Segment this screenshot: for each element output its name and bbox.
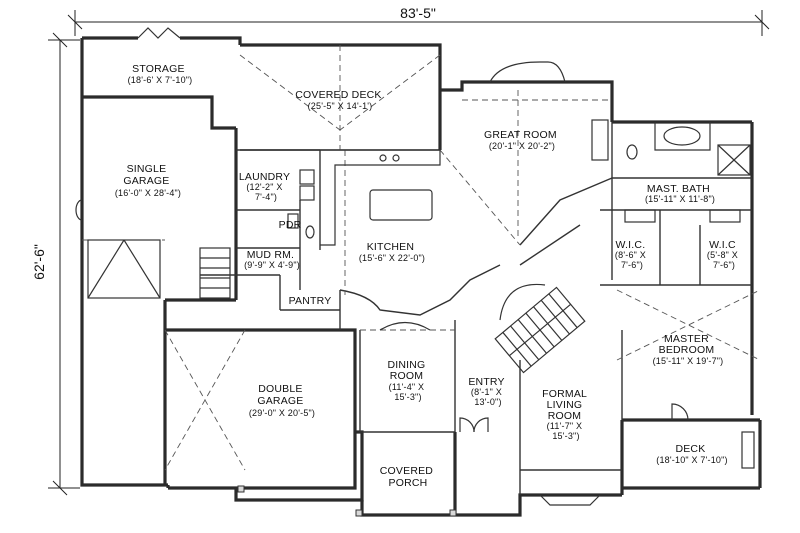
kitchen-counter — [320, 149, 441, 246]
dining-bay — [379, 321, 431, 331]
deck-bench — [741, 431, 755, 469]
room-label-master-bedroom: MASTER BEDROOM (15'-11" X 19'-7") — [653, 333, 724, 366]
laundry-appliance — [299, 169, 315, 185]
stair-curve — [499, 283, 546, 321]
entry-door — [459, 417, 475, 433]
staircase — [494, 286, 586, 374]
walls — [80, 36, 762, 517]
room-label-single-garage: SINGLE GARAGE (16'-0" X 28'-4") — [115, 163, 181, 198]
room-label-great-room: GREAT ROOM (20'-1" X 20'-2") — [484, 129, 560, 151]
vanity-left — [624, 209, 656, 223]
kitchen-sink — [379, 154, 387, 162]
room-label-wic-2: W.I.C (5'-8" X 7'-6") — [707, 239, 741, 270]
dimension-lines — [48, 10, 770, 496]
dashed-lines — [82, 45, 761, 471]
room-label-formal-living-room: FORMAL LIVING ROOM (11'-7" X 15'-3") — [542, 388, 590, 441]
room-label-covered-deck: COVERED DECK (25'-5" X 14'-1') — [295, 89, 385, 111]
room-label-covered-porch: COVERED PORCH — [380, 465, 436, 489]
great-room-bay — [489, 61, 566, 83]
living-bay — [539, 494, 601, 506]
room-label-deck: DECK (18'-10" X 7'-10") — [656, 443, 727, 465]
room-label-laundry: LAUNDRY (12'-2" X 7'-4") — [239, 171, 293, 202]
room-label-mud-room: MUD RM. (9'-9" X 4'-9") — [244, 249, 300, 270]
bath-toilet — [626, 144, 638, 160]
vanity-right — [709, 209, 741, 223]
single-garage-door — [87, 239, 161, 299]
mudroom-steps — [199, 247, 231, 299]
room-label-mast-bath: MAST. BATH (15'-11" X 11'-8") — [645, 183, 715, 204]
storage-double-door — [137, 27, 181, 39]
room-label-wic-1: W.I.C. (8'-6" X 7'-6") — [615, 239, 649, 270]
shower — [717, 144, 751, 176]
porch-post — [237, 485, 245, 493]
room-label-dining-room: DINING ROOM (11'-4" X 15'-3") — [387, 359, 428, 402]
overall-width-label: 83'-5" — [400, 5, 436, 21]
fireplace — [591, 119, 609, 161]
fixtures — [75, 27, 755, 517]
room-labels: STORAGE (18'-6' X 7'-10") COVERED DECK (… — [115, 63, 741, 489]
room-label-pdr: PDR — [279, 219, 302, 231]
overall-depth-label: 62'-6" — [31, 244, 47, 280]
garage-side-window — [75, 199, 83, 221]
room-label-storage: STORAGE (18'-6' X 7'-10") — [128, 63, 193, 85]
deck-door — [671, 403, 689, 421]
room-label-kitchen: KITCHEN (15'-6" X 22'-0") — [359, 241, 425, 263]
room-label-pantry: PANTRY — [289, 295, 332, 307]
room-label-double-garage: DOUBLE GARAGE (29'-0" X 20'-5") — [249, 383, 315, 418]
kitchen-island — [369, 189, 433, 221]
room-label-entry: ENTRY (8'-1" X 13'-0") — [468, 376, 507, 407]
pdr-toilet — [305, 225, 315, 239]
master-bath-tub — [654, 122, 711, 151]
